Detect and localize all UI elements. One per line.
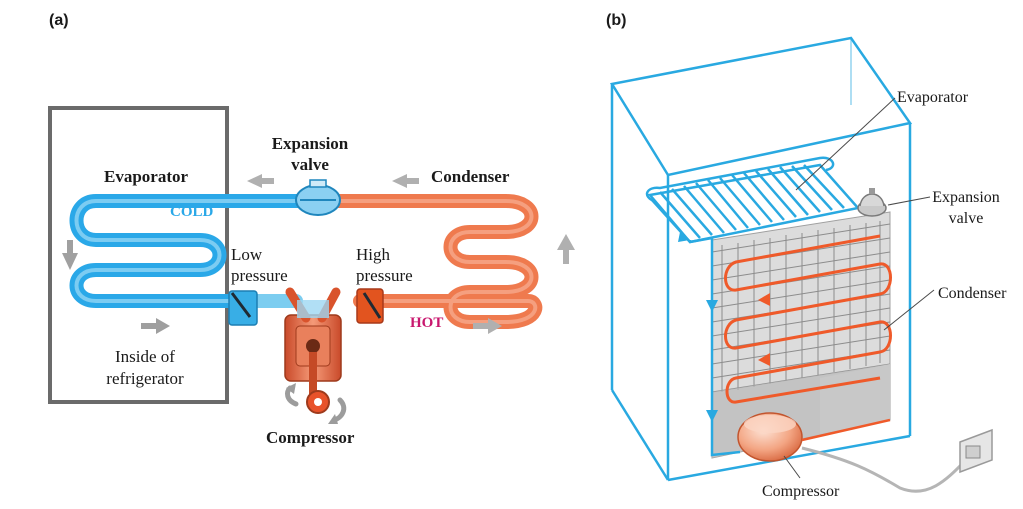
flow-arrow — [156, 318, 170, 334]
label-evaporator-b: Evaporator — [897, 89, 969, 106]
label-low-pressure-line1: Low — [231, 245, 263, 264]
leader-condenser — [883, 289, 935, 331]
label-high-pressure: High pressure — [356, 244, 413, 286]
label-low-pressure: Low pressure — [231, 244, 288, 286]
label-expansion-valve-a-line2: valve — [291, 155, 329, 174]
leader-evaporator — [795, 97, 896, 191]
label-inside-line2: refrigerator — [106, 369, 184, 388]
label-compressor-a: Compressor — [266, 428, 355, 447]
flow-arrow — [62, 253, 78, 270]
label-condenser-a: Condenser — [431, 167, 510, 186]
label-expansion-valve-b: Expansion valve — [928, 187, 1004, 229]
label-condenser-b: Condenser — [938, 285, 1007, 302]
label-high-pressure-line1: High — [356, 245, 390, 264]
panel-label-b: (b) — [606, 12, 627, 29]
label-hot: HOT — [410, 315, 444, 331]
label-low-pressure-line2: pressure — [231, 266, 288, 285]
leader-compressor — [783, 455, 801, 479]
flow-arrow — [392, 174, 407, 188]
label-high-pressure-line2: pressure — [356, 266, 413, 285]
flow-arrow — [247, 174, 262, 188]
label-inside-refrigerator: Inside of refrigerator — [85, 346, 205, 390]
label-inside-line1: Inside of — [115, 347, 175, 366]
fridge-top-outline — [609, 36, 913, 177]
label-expansion-valve-b-line2: valve — [948, 210, 984, 227]
leader-expansion-valve — [887, 196, 931, 206]
label-expansion-valve-a-line1: Expansion — [271, 134, 349, 153]
panel-label-a: (a) — [49, 12, 69, 29]
flow-arrow — [488, 318, 502, 334]
condenser-coil-b — [724, 234, 892, 404]
flow-arrow — [557, 234, 575, 250]
label-evaporator-a: Evaporator — [104, 167, 189, 186]
label-expansion-valve-b-line1: Expansion — [932, 189, 1000, 206]
label-compressor-b: Compressor — [762, 483, 840, 500]
power-cord — [801, 446, 970, 493]
label-cold: COLD — [170, 204, 214, 220]
label-expansion-valve-a: Expansion valve — [262, 133, 358, 175]
refrigerator-box — [48, 106, 229, 404]
